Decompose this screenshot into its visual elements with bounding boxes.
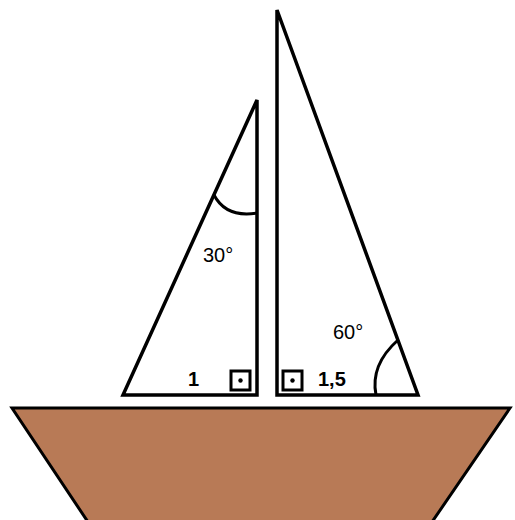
- angle-label: 30°: [203, 244, 233, 266]
- dimension-label: 1,5: [318, 368, 346, 390]
- left-sail: [123, 100, 257, 395]
- angle-label: 60°: [333, 322, 363, 342]
- angle-arc: [214, 195, 257, 214]
- dimension-label: 1: [188, 369, 199, 389]
- right-angle-dot: [238, 378, 242, 382]
- right-angle-mark: [283, 371, 302, 390]
- right-angle-mark: [231, 371, 250, 390]
- dimension-label: 1,5: [318, 369, 346, 389]
- angle-arc: [375, 340, 398, 395]
- dimension-label: 1: [188, 368, 199, 390]
- angle-label: 60°: [333, 321, 363, 343]
- hull: [12, 408, 510, 520]
- right-sail: [277, 10, 418, 395]
- angle-label: 30°: [203, 245, 233, 265]
- right-angle-dot: [290, 378, 294, 382]
